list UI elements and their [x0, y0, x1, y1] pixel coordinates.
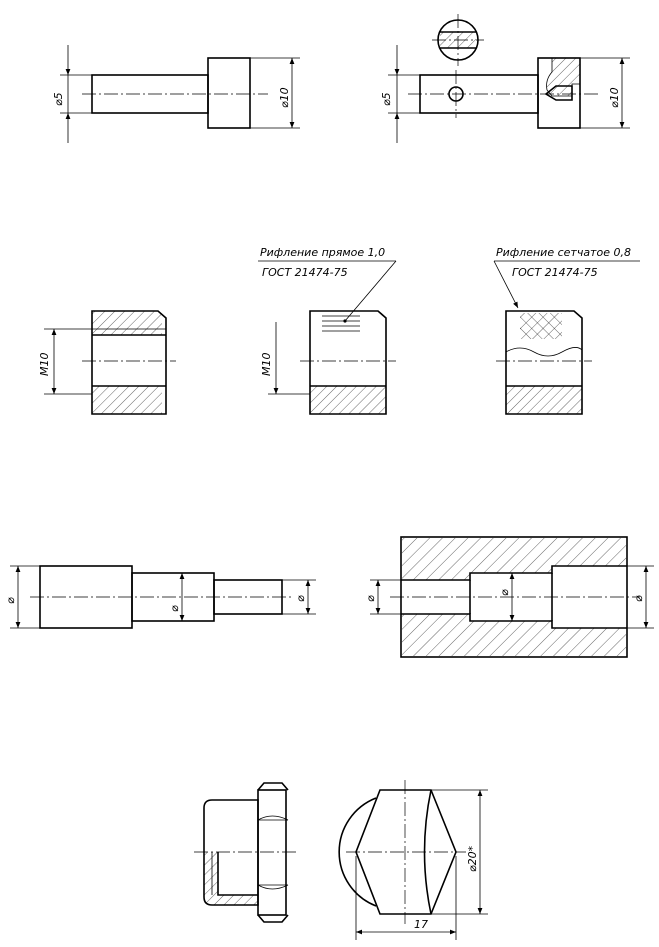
label-knurl-cross: Рифление сетчатое 0,8	[496, 246, 631, 259]
dim-d10-left: ⌀10	[278, 87, 291, 108]
nut-knurl-cross: Рифление сетчатое 0,8 ГОСТ 21474-75	[493, 246, 640, 415]
dim-d-step2: ⌀	[168, 605, 181, 612]
dim-d20: ⌀20*	[466, 845, 479, 872]
cap-nut-front: ⌀20* 17	[338, 780, 488, 940]
label-gost-cross: ГОСТ 21474-75	[512, 266, 598, 279]
dim-d10-right: ⌀10	[608, 87, 621, 108]
dim-d-bore1: ⌀	[364, 595, 377, 602]
stepped-bore: ⌀ ⌀ ⌀	[364, 536, 654, 658]
stepped-shaft: ⌀ ⌀ ⌀	[4, 565, 316, 629]
nut-knurl-straight: Рифление прямое 1,0 ГОСТ 21474-75 M10	[258, 246, 397, 415]
dim-m10-left: M10	[38, 353, 51, 377]
shaft-left: ⌀5 ⌀10	[52, 45, 300, 143]
dim-m10-mid: M10	[260, 353, 273, 377]
shaft-right: ⌀5 ⌀10	[380, 14, 630, 143]
nut-section: M10	[38, 310, 176, 415]
dim-d-bore3: ⌀	[632, 595, 645, 602]
dim-17: 17	[414, 918, 428, 931]
dim-d-bore2: ⌀	[498, 589, 511, 596]
label-knurl-straight: Рифление прямое 1,0	[260, 246, 385, 259]
dim-d5-right: ⌀5	[380, 92, 393, 106]
cap-nut-side	[194, 782, 296, 923]
label-gost-straight: ГОСТ 21474-75	[262, 266, 348, 279]
dim-d-step3: ⌀	[294, 595, 307, 602]
dim-d-step1: ⌀	[4, 597, 17, 604]
dim-d5-left: ⌀5	[52, 92, 65, 106]
